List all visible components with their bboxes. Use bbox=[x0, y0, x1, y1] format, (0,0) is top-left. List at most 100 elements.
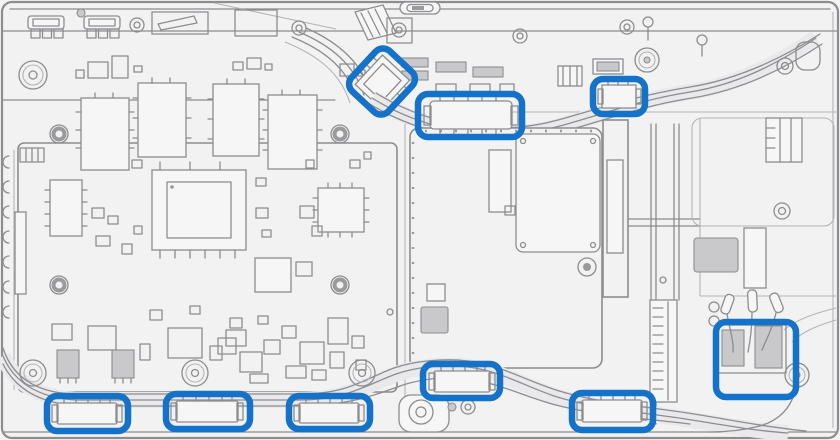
passives-cluster-mid bbox=[91, 205, 323, 255]
screw-core bbox=[777, 206, 787, 216]
fiducial-ring bbox=[330, 124, 350, 144]
pin-header bbox=[19, 147, 45, 163]
screw bbox=[577, 257, 597, 277]
bottom-center-connector bbox=[433, 370, 491, 393]
highlight-bottom-connector-1 bbox=[43, 392, 132, 435]
coil-mid bbox=[22, 64, 44, 86]
chip-pins bbox=[262, 89, 323, 151]
antenna-cable-plug bbox=[746, 289, 759, 313]
coil-core bbox=[28, 368, 38, 378]
lid-screw bbox=[519, 137, 527, 145]
amp-chip-2 bbox=[111, 349, 135, 379]
chip-pins bbox=[312, 182, 370, 238]
screw-core bbox=[516, 32, 524, 40]
highlight-rotated-display-connector bbox=[345, 45, 419, 118]
top-center-connector bbox=[429, 100, 513, 130]
component-square bbox=[426, 283, 446, 302]
chip-pins bbox=[207, 78, 265, 140]
cable-line bbox=[709, 391, 796, 433]
screw bbox=[776, 57, 794, 75]
frame-rib-inner bbox=[606, 159, 624, 254]
pen-bracket bbox=[151, 11, 209, 35]
bottom-connector-1 bbox=[56, 402, 118, 425]
thermal-pad-right bbox=[693, 237, 739, 273]
grommet-ring-core bbox=[464, 403, 472, 411]
coil bbox=[19, 359, 47, 387]
component-tall bbox=[743, 227, 767, 289]
screw-bracket bbox=[386, 17, 413, 44]
hole bbox=[659, 276, 667, 284]
lid-screw bbox=[519, 241, 527, 249]
antenna-connector-comb bbox=[765, 117, 803, 163]
thermal-pad-center bbox=[420, 306, 449, 334]
edge-connector bbox=[14, 211, 27, 295]
bottom-right-connector-caps bbox=[576, 395, 648, 421]
volume-button-right-teeth bbox=[86, 28, 120, 39]
fiducial-ring bbox=[330, 275, 350, 295]
display-connector-rotated-core bbox=[363, 62, 402, 102]
coil-core bbox=[643, 56, 651, 64]
speaker-core bbox=[415, 406, 427, 418]
screw-core bbox=[133, 21, 141, 29]
shield-lid bbox=[515, 133, 601, 253]
bottom-connector-2 bbox=[175, 400, 239, 423]
screw bbox=[391, 22, 407, 38]
coil bbox=[634, 47, 660, 73]
coil bbox=[181, 359, 209, 387]
ic-small bbox=[295, 261, 313, 277]
hole bbox=[708, 301, 720, 313]
highlight-bottom-connector-2 bbox=[162, 390, 254, 433]
speaker-ring bbox=[408, 399, 434, 425]
soc-die bbox=[166, 181, 232, 239]
antenna-cable-lines bbox=[726, 311, 777, 353]
connector-dark-core bbox=[596, 61, 620, 72]
coil-core bbox=[357, 368, 367, 378]
antenna-comb-teeth bbox=[765, 117, 792, 163]
fpc-connector bbox=[435, 61, 467, 73]
grommet-dot bbox=[447, 402, 457, 412]
bottom-right-connector bbox=[581, 399, 643, 423]
power-button-cap bbox=[406, 3, 434, 13]
highlight-antenna-module bbox=[712, 318, 800, 401]
bracket bbox=[234, 9, 278, 37]
coil-mid bbox=[185, 363, 205, 383]
soc-chip bbox=[151, 169, 247, 251]
chip-pins bbox=[132, 77, 192, 139]
fpc-connector bbox=[472, 66, 504, 78]
antenna-cable-plug bbox=[769, 292, 784, 314]
lid-screw bbox=[589, 137, 597, 145]
cable-arc bbox=[284, 41, 351, 104]
soc-pads bbox=[159, 161, 236, 259]
screw-core bbox=[395, 26, 403, 34]
screw bbox=[773, 202, 791, 220]
diag-bracket-line bbox=[213, 2, 337, 30]
bottom-connector-1-caps bbox=[51, 398, 123, 423]
pen-bracket-bar bbox=[157, 15, 198, 31]
screw bbox=[291, 20, 307, 36]
screw bbox=[129, 17, 145, 33]
top-right-connector-caps bbox=[597, 80, 642, 105]
bottom-center-connector-caps bbox=[428, 366, 496, 391]
antenna-cable-plug bbox=[720, 293, 735, 315]
display-connector-rotated bbox=[354, 54, 411, 111]
volume-button-left-cap bbox=[32, 18, 60, 27]
fiducial-ring bbox=[49, 275, 69, 295]
antenna-pad-2 bbox=[754, 325, 783, 369]
connector-comb-teeth bbox=[562, 65, 578, 87]
soc-pin1-dot bbox=[170, 185, 174, 189]
topright-shield bbox=[691, 117, 835, 227]
memory-chip-1 bbox=[80, 97, 130, 171]
antenna-scallops bbox=[2, 155, 10, 319]
component-tab bbox=[504, 205, 516, 216]
alignment-dot bbox=[76, 8, 86, 18]
screw-core bbox=[583, 263, 591, 271]
power-ic bbox=[49, 179, 83, 237]
screw bbox=[512, 28, 528, 44]
amp-pads bbox=[59, 377, 132, 384]
coil-mid bbox=[638, 51, 656, 69]
fiducial-ring bbox=[49, 124, 69, 144]
memory-chip-3 bbox=[212, 83, 260, 157]
highlight-bottom-center-connector bbox=[419, 360, 504, 402]
